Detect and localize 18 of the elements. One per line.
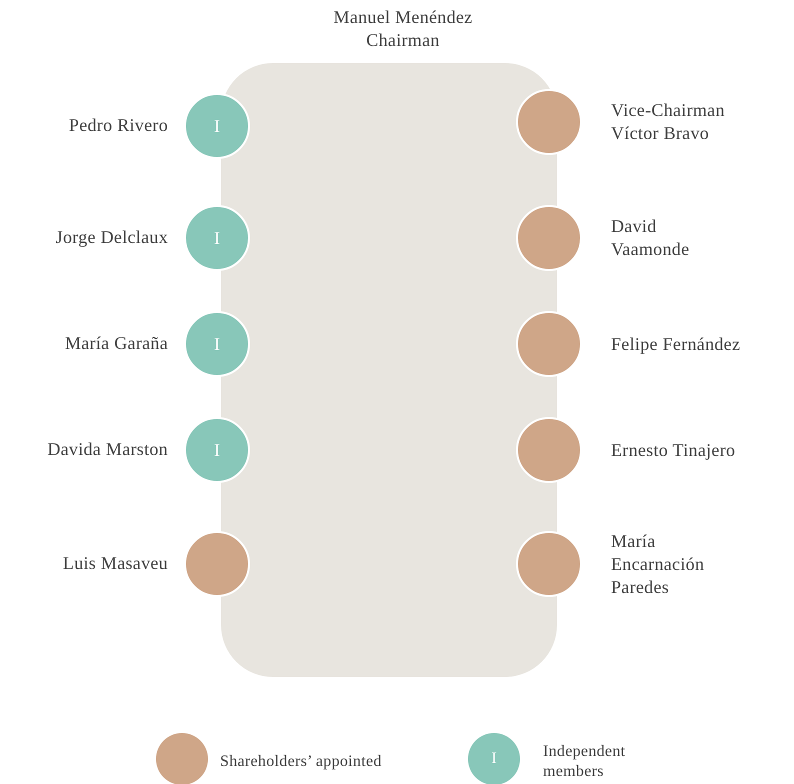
seat-circle: I	[184, 311, 250, 377]
seat-circle: I	[184, 417, 250, 483]
member-name: David Vaamonde	[611, 215, 690, 261]
member-name: Pedro Rivero	[68, 114, 168, 137]
legend-text: Shareholders’ appointed	[220, 752, 383, 772]
member-name: Davida Marston	[47, 438, 168, 461]
member-name: Felipe Fernández	[611, 332, 742, 356]
member-name: Luis Masaveu	[62, 552, 168, 575]
member-name: Jorge Delclaux	[56, 226, 168, 249]
member-name: Ernesto Tinajero	[611, 438, 736, 462]
legend-text: Independent members	[543, 742, 626, 782]
legend-swatch: I	[468, 733, 520, 784]
seat-circle: I	[184, 205, 250, 271]
member-name: María Garaña	[64, 332, 168, 355]
member-name: Vice-Chairman Víctor Bravo	[611, 99, 726, 145]
member-name: María Encarnación Paredes	[611, 530, 706, 598]
seat-circle: I	[184, 93, 250, 159]
chairman-label: Manuel Menéndez Chairman	[332, 6, 474, 52]
